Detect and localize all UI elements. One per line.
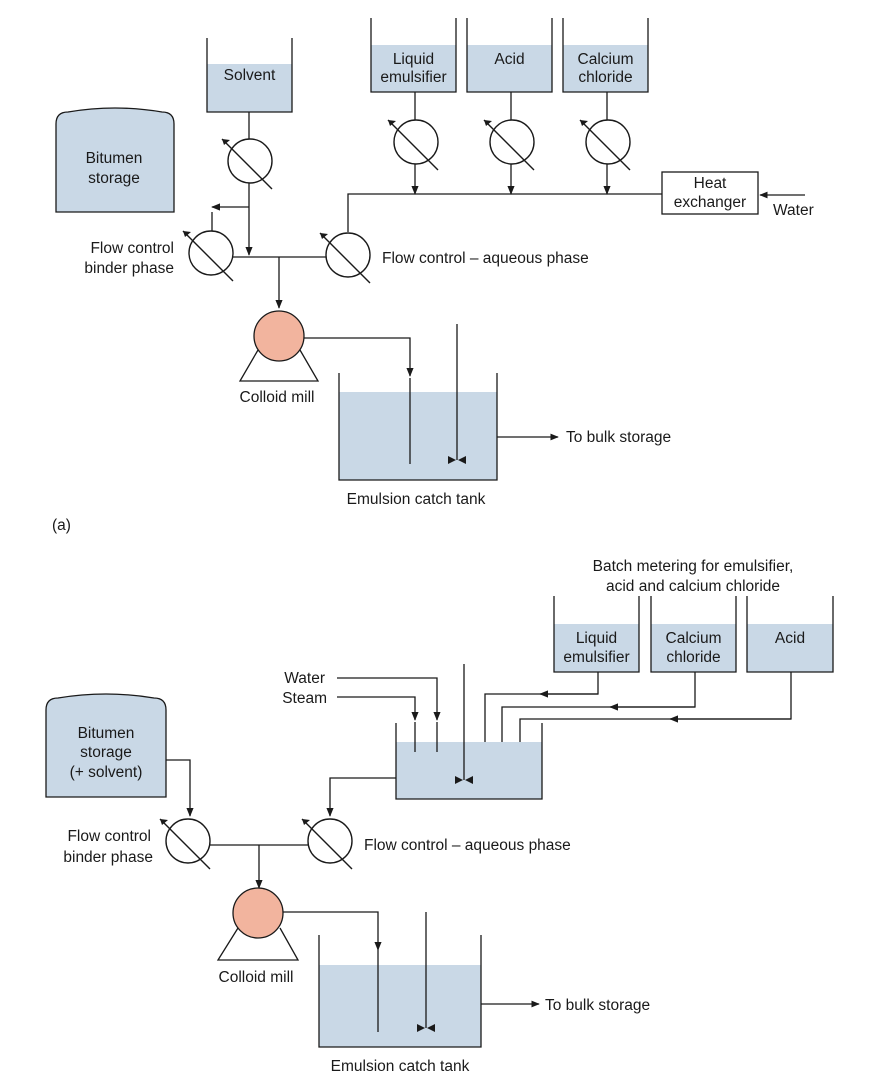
- steam-label: Steam: [282, 690, 327, 707]
- heat-exchanger-label-line1: Heat: [694, 175, 727, 192]
- liquid-emulsifier-tank-b: Liquid emulsifier: [553, 596, 640, 673]
- emulsion-catch-tank-a: [338, 324, 498, 481]
- calcium-chloride-label-line1: Calcium: [578, 51, 634, 68]
- acid-label-b: Acid: [775, 630, 805, 647]
- solvent-label: Solvent: [224, 67, 276, 84]
- batch-metering-label-line2: acid and calcium chloride: [606, 578, 780, 595]
- flow-control-binder-label-line1: Flow control: [90, 240, 174, 257]
- bitumen-storage-label-b-line1: Bitumen: [78, 725, 135, 742]
- acid-metering-pump-icon: [483, 119, 535, 171]
- panel-label-a: (a): [52, 517, 71, 534]
- colloid-mill-icon: [253, 310, 305, 362]
- colloid-mill-icon-b: [232, 887, 284, 939]
- bitumen-storage-tank-b: Bitumen storage (+ solvent): [45, 693, 167, 798]
- water-label-a: Water: [773, 202, 814, 219]
- bitumen-storage-label-b-line2: storage: [80, 744, 132, 761]
- bitumen-storage-label-line2: storage: [88, 170, 140, 187]
- flow-control-binder-valve-icon-b: [159, 818, 211, 870]
- acid-label: Acid: [494, 51, 524, 68]
- colloid-mill-b: [216, 887, 300, 961]
- calcium-chloride-label-b-line2: chloride: [666, 649, 720, 666]
- diagram-b: Batch metering for emulsifier, acid and …: [45, 558, 834, 1075]
- emulsifier-metering-pump-icon: [387, 119, 439, 171]
- flow-control-binder-label-b-line2: binder phase: [63, 849, 153, 866]
- solvent-tank: Solvent: [206, 38, 293, 113]
- calcium-chloride-tank: Calcium chloride: [562, 18, 649, 93]
- emulsion-catch-tank-label-b: Emulsion catch tank: [331, 1058, 470, 1075]
- aqueous-mixing-tank: [395, 664, 543, 800]
- flow-control-aqueous-valve-icon-b: [301, 818, 353, 870]
- water-label-b: Water: [284, 670, 325, 687]
- flow-control-binder-label-line2: binder phase: [84, 260, 174, 277]
- liquid-emulsifier-label-line1: Liquid: [393, 51, 434, 68]
- flow-control-aqueous-label: Flow control – aqueous phase: [382, 250, 589, 267]
- bitumen-storage-label-line1: Bitumen: [86, 150, 143, 167]
- acid-tank: Acid: [466, 18, 553, 93]
- colloid-mill-label-b: Colloid mill: [219, 969, 294, 986]
- liquid-emulsifier-label-line2: emulsifier: [380, 69, 446, 86]
- flow-control-binder-label-b-line1: Flow control: [67, 828, 151, 845]
- diagram-a: Solvent Liquid emulsifier Acid Calcium c…: [52, 18, 814, 534]
- liquid-emulsifier-label-b-line1: Liquid: [576, 630, 617, 647]
- heat-exchanger-label-line2: exchanger: [674, 194, 746, 211]
- to-bulk-storage-label-b: To bulk storage: [545, 997, 650, 1014]
- bitumen-storage-tank: Bitumen storage: [55, 107, 175, 213]
- colloid-mill-label-a: Colloid mill: [240, 389, 315, 406]
- heat-exchanger: Heat exchanger: [661, 171, 759, 215]
- calcium-chloride-tank-b: Calcium chloride: [650, 596, 737, 673]
- solvent-pump-icon: [221, 138, 273, 190]
- calcium-chloride-metering-pump-icon: [579, 119, 631, 171]
- emulsion-catch-tank-label-a: Emulsion catch tank: [347, 491, 486, 508]
- calcium-chloride-label-b-line1: Calcium: [666, 630, 722, 647]
- flow-control-aqueous-label-b: Flow control – aqueous phase: [364, 837, 571, 854]
- acid-tank-b: Acid: [746, 596, 834, 673]
- colloid-mill-a: [238, 310, 320, 382]
- calcium-chloride-label-line2: chloride: [578, 69, 632, 86]
- emulsion-catch-tank-b: [318, 912, 482, 1048]
- flow-control-aqueous-valve-icon: [319, 232, 371, 284]
- liquid-emulsifier-tank: Liquid emulsifier: [370, 18, 457, 93]
- to-bulk-storage-label-a: To bulk storage: [566, 429, 671, 446]
- liquid-emulsifier-label-b-line2: emulsifier: [563, 649, 629, 666]
- flow-control-binder-valve-icon: [182, 230, 234, 282]
- batch-metering-label-line1: Batch metering for emulsifier,: [593, 558, 794, 575]
- bitumen-storage-label-b-line3: (+ solvent): [70, 764, 143, 781]
